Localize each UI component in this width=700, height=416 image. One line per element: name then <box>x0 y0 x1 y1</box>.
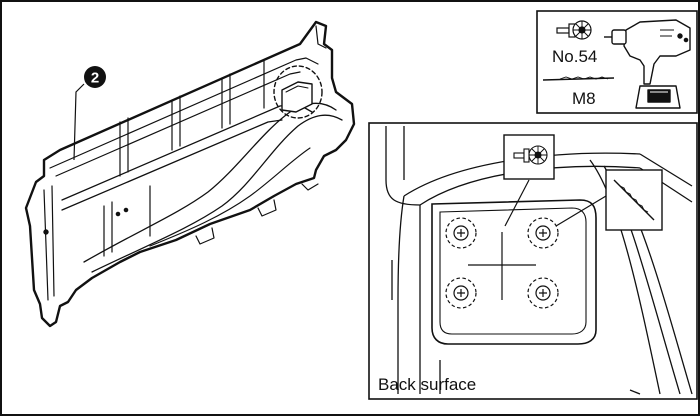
badge-leader-line <box>73 83 85 161</box>
drill-bit-label: M8 <box>572 89 596 108</box>
tools-box: No.54 M8 <box>536 10 698 114</box>
drill-bit-callout <box>555 169 663 231</box>
detail-caption: Back surface <box>378 375 476 394</box>
indoor-unit-back-panel <box>24 20 356 328</box>
cordless-drill-icon <box>604 19 691 109</box>
hole-saw-callout <box>503 134 555 227</box>
drill-bit-callout-icon <box>613 179 655 221</box>
detail-box: Back surface <box>368 122 698 400</box>
step-number-badge: 2 <box>84 66 106 88</box>
svg-text:2: 2 <box>91 70 99 87</box>
drill-bit-icon <box>542 76 615 81</box>
hole-saw-icon <box>556 20 592 40</box>
hole-saw-label: No.54 <box>552 47 597 66</box>
screw-hole-marks <box>445 217 559 309</box>
hole-saw-callout-icon <box>513 145 548 165</box>
center-cross-mark <box>468 232 536 300</box>
